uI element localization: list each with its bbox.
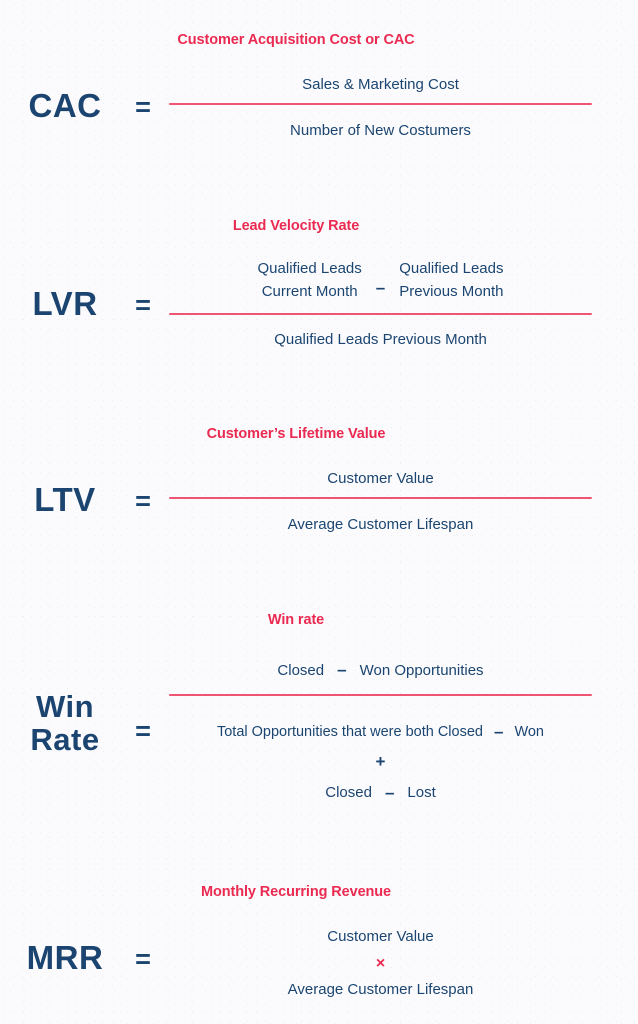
numerator-right-win-rate: Won Opportunities	[359, 661, 484, 679]
denominator-line3-left-win-rate: Closed	[325, 784, 372, 802]
formula-abbr-win-rate-line1: Win	[35, 689, 95, 724]
numerator-cac: Sales & Marketing Cost	[169, 74, 592, 96]
equals-sign-mrr: =	[135, 944, 151, 974]
numerator-right-line1-lvr: Qualified Leads	[399, 260, 504, 277]
fraction-bar-ltv	[169, 497, 592, 499]
formula-abbr-cac: CAC	[28, 87, 102, 124]
formula-abbr-win-rate: Win Rate	[0, 690, 130, 757]
minus-operator-win-rate-denominator-line3: –	[384, 782, 395, 802]
denominator-text-ltv: Average Customer Lifespan	[287, 516, 474, 533]
expression-line1-mrr: Customer Value	[327, 928, 434, 945]
numerator-lvr: Qualified Leads Current Month – Qualifie…	[169, 258, 592, 303]
fraction-bar-cac	[169, 103, 592, 105]
equals-sign-lvr: =	[135, 290, 151, 320]
denominator-line3-right-win-rate: Lost	[407, 784, 436, 802]
denominator-line1-right-win-rate: Won	[514, 724, 544, 740]
minus-operator-lvr: –	[375, 277, 386, 297]
denominator-text-lvr: Qualified Leads Previous Month	[274, 331, 487, 348]
denominator-cac: Number of New Costumers	[169, 120, 592, 142]
denominator-text-cac: Number of New Costumers	[290, 122, 471, 139]
formula-title-cac: Customer Acquisition Cost or CAC	[177, 32, 415, 48]
equals-sign-win-rate: =	[135, 716, 151, 746]
numerator-left-line2-lvr: Current Month	[261, 282, 358, 300]
numerator-text-cac: Sales & Marketing Cost	[302, 76, 459, 93]
denominator-win-rate: Total Opportunities that were both Close…	[169, 722, 592, 803]
equals-sign-cac: =	[135, 92, 151, 122]
denominator-line1-left-win-rate: Total Opportunities that were both Close…	[216, 724, 483, 740]
numerator-left-win-rate: Closed	[277, 661, 325, 679]
formula-abbr-win-rate-line2: Rate	[30, 722, 100, 758]
multiply-icon-mrr: ×	[375, 954, 386, 972]
expression-line2-mrr: Average Customer Lifespan	[287, 980, 474, 998]
expression-mrr: Customer Value × Average Customer Lifesp…	[169, 926, 592, 1001]
numerator-left-line1-lvr: Qualified Leads	[257, 260, 362, 277]
numerator-text-ltv: Customer Value	[327, 470, 434, 487]
formula-title-mrr: Monthly Recurring Revenue	[200, 884, 392, 900]
formula-abbr-mrr: MRR	[26, 939, 104, 976]
formula-abbr-lvr: LVR	[32, 285, 98, 322]
formula-abbr-ltv: LTV	[34, 481, 96, 518]
denominator-ltv: Average Customer Lifespan	[169, 514, 592, 536]
minus-operator-win-rate-denominator-line1: –	[493, 722, 504, 741]
denominator-lvr: Qualified Leads Previous Month	[169, 329, 592, 351]
formula-title-lvr: Lead Velocity Rate	[232, 218, 360, 234]
fraction-bar-win-rate	[169, 694, 592, 696]
minus-operator-win-rate-numerator: –	[337, 660, 347, 679]
numerator-right-line2-lvr: Previous Month	[399, 282, 504, 300]
formula-title-ltv: Customer’s Lifetime Value	[206, 426, 386, 442]
formula-title-win-rate: Win rate	[267, 612, 325, 628]
numerator-left-lvr: Qualified Leads Current Month	[258, 258, 362, 303]
numerator-ltv: Customer Value	[169, 468, 592, 490]
fraction-bar-lvr	[169, 313, 592, 315]
numerator-win-rate: Closed – Won Opportunities	[169, 660, 592, 680]
numerator-right-lvr: Qualified Leads Previous Month	[399, 258, 503, 303]
equals-sign-ltv: =	[135, 486, 151, 516]
plus-operator-win-rate: +	[375, 752, 386, 771]
